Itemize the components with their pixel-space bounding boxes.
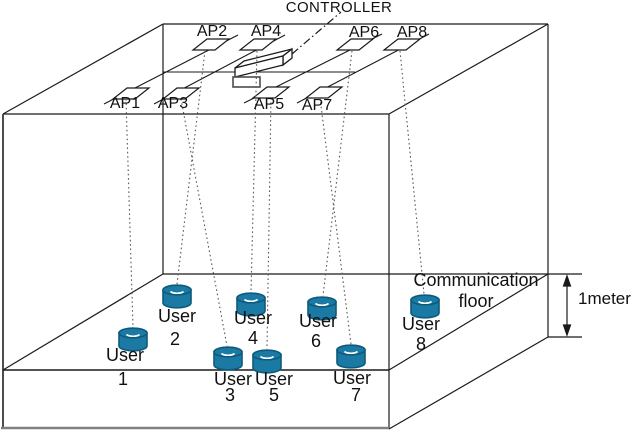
ap-markers (111, 38, 422, 100)
user7-number: 7 (350, 385, 362, 405)
user2-number: 2 (169, 329, 181, 349)
user-cylinders (118, 284, 440, 374)
ceiling-right-edge (388, 23, 549, 115)
user1-label: User (105, 345, 145, 365)
user6-label: User (298, 311, 338, 331)
user8-number: 8 (415, 334, 427, 354)
user6-number: 6 (310, 331, 322, 351)
user1-number: 1 (117, 369, 129, 389)
controller-front-face (234, 55, 284, 78)
user1-cylinder-icon (118, 327, 148, 352)
controller-label: CONTROLLER (285, 0, 393, 16)
arrow-up-head (562, 274, 572, 287)
ap8-marker (382, 38, 422, 51)
arrow-down-head (562, 324, 572, 337)
ap2-label: AP2 (196, 23, 228, 40)
user3-cylinder-icon (213, 346, 243, 371)
ap3-label: AP3 (157, 95, 189, 112)
ceiling-left-edge (2, 23, 164, 115)
ap6-user6-link (322, 50, 353, 297)
ap8-label: AP8 (396, 24, 428, 41)
ap4-marker (238, 38, 278, 51)
user4-cylinder-icon (236, 292, 266, 317)
controller-mount (232, 76, 261, 88)
ap7-marker (304, 86, 344, 99)
user4-label: User (233, 308, 273, 328)
ap1-marker (111, 87, 151, 100)
communication-floor-plane (2, 273, 582, 371)
controller-device (232, 47, 293, 88)
user7-cylinder-icon (336, 344, 366, 369)
ap7-label: AP7 (301, 97, 333, 114)
user5-label: User (254, 369, 294, 389)
user8-label: User (401, 314, 441, 334)
ap3-marker (161, 87, 201, 100)
user3-number: 3 (224, 385, 236, 405)
floor-left-edge (2, 273, 164, 371)
user8-cylinder-icon (410, 294, 440, 319)
ap-user-links (125, 50, 425, 350)
communication-floor-label-line1: Communication (413, 270, 539, 290)
communication-floor-label-line2: floor (458, 291, 494, 311)
height-dimension-label: 1meter (578, 289, 631, 308)
user2-cylinder-icon (162, 284, 192, 309)
bottom-right-edge (388, 336, 549, 430)
room-box (1, 23, 549, 430)
ap2-marker (191, 38, 231, 51)
user4-number: 4 (247, 328, 259, 348)
ap4-label: AP4 (250, 23, 282, 40)
controller-leader-line (291, 11, 342, 55)
user3-label: User (213, 369, 253, 389)
ap5-marker (251, 86, 291, 99)
ap2-user2-link (176, 50, 206, 285)
ap6-marker (335, 38, 375, 51)
floor-right-edge (388, 273, 549, 371)
ap4-user4-link (250, 50, 258, 293)
user5-number: 5 (268, 385, 280, 405)
height-dimension-arrow (548, 274, 582, 338)
user7-label: User (332, 368, 372, 388)
user2-label: User (157, 306, 197, 326)
ap1-label: AP1 (109, 95, 141, 112)
ap7-user7-link (319, 97, 352, 345)
user5-cylinder-icon (252, 349, 282, 374)
ap1-user1-link (125, 98, 134, 328)
user6-cylinder-icon (307, 296, 337, 321)
ap8-user8-link (399, 50, 425, 295)
ap5-label: AP5 (253, 96, 285, 113)
ap6-label: AP6 (348, 24, 380, 41)
